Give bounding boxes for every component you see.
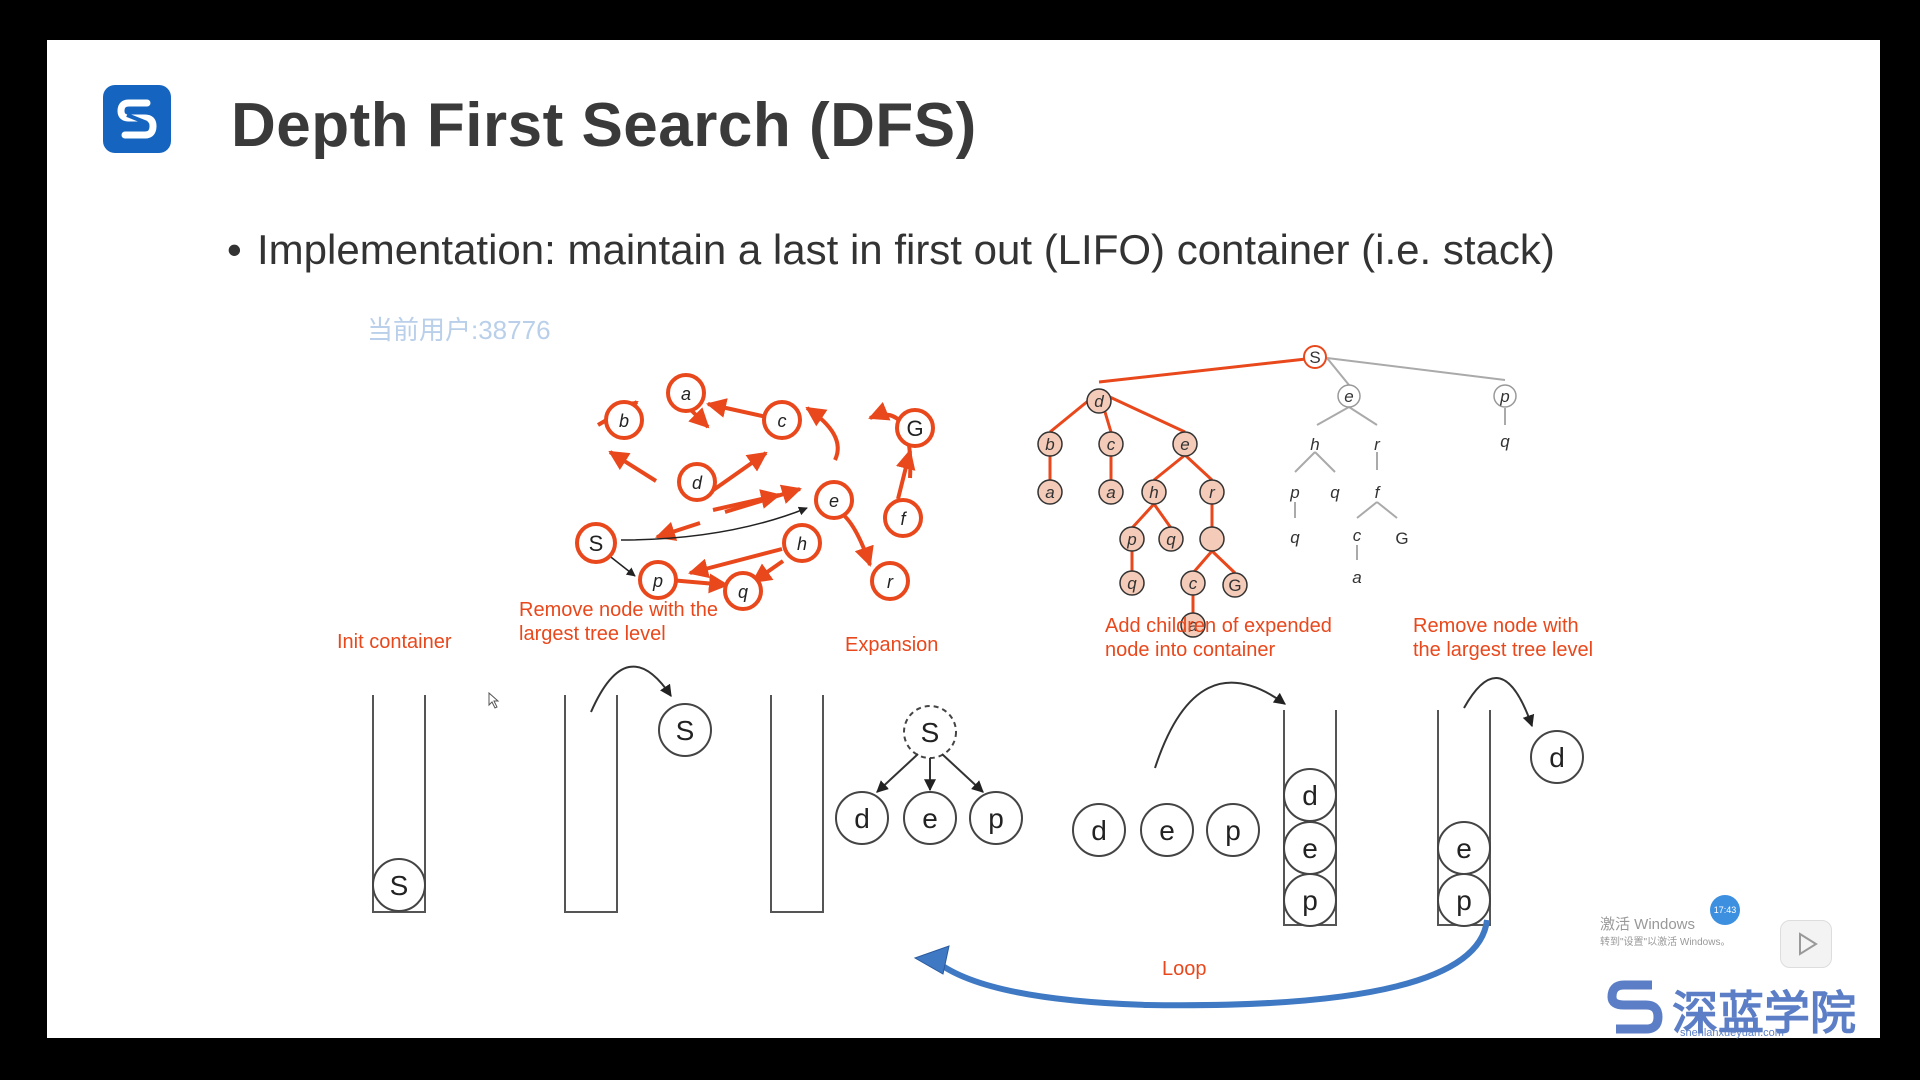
expansion-label: Expansion [845, 634, 938, 656]
add-children-line2: node into container [1105, 639, 1275, 661]
remove-label-2-line1: Remove node with [1413, 615, 1579, 637]
state-graph: a b c d e f G S h p q r [575, 373, 935, 611]
graph-node-G: G [906, 416, 923, 441]
stack-node-child-p: p [988, 803, 1004, 834]
add-children-line1: Add children of expended [1105, 615, 1332, 637]
stack-node-popped-S: S [676, 715, 695, 746]
stack-arrows [590, 665, 1535, 793]
tree-node-c-2: c [1189, 574, 1198, 593]
bullet-item: • Implementation: maintain a last in firs… [227, 226, 1555, 274]
graph-node-p: p [652, 571, 663, 591]
logo-icon [103, 85, 171, 153]
graph-node-e: e [829, 491, 839, 511]
stack-node-in-e: e [1302, 833, 1318, 864]
stack-node-expand-S: S [921, 717, 940, 748]
stack-node-after-p: p [1456, 885, 1472, 916]
tree-node-G: G [1228, 576, 1241, 595]
graph-node-d: d [692, 473, 703, 493]
video-overlay: 17:43 激活 Windows 转到"设置"以激活 Windows。 深蓝学院… [1600, 895, 1860, 1039]
tree-node-q-gray-3: q [1290, 528, 1300, 547]
clock-badge: 17:43 [1710, 895, 1740, 925]
stack-node-circles [372, 703, 1584, 927]
tree-node-p: p [1126, 530, 1136, 549]
graph-node-f: f [900, 509, 907, 529]
loop-label: Loop [1162, 958, 1207, 980]
tree-node-c: c [1107, 435, 1116, 454]
loop-arrow [913, 919, 1490, 1009]
tree-node-d: d [1094, 392, 1104, 411]
tree-node-S: S [1309, 348, 1320, 367]
add-arrow [1154, 681, 1286, 769]
stack-node-child-d: d [854, 803, 870, 834]
tree-node-h: h [1149, 483, 1158, 502]
tree-node-a-2: a [1106, 483, 1115, 502]
graph-node-S: S [589, 531, 604, 556]
tree-node-r-gray: r [1374, 435, 1381, 454]
stack-node-after-e: e [1456, 833, 1472, 864]
graph-node-q: q [738, 582, 748, 602]
tree-node-q: q [1166, 530, 1176, 549]
tree-node-r: r [1209, 483, 1216, 502]
play-button[interactable] [1780, 920, 1832, 968]
graph-node-b: b [619, 411, 629, 431]
tree-node-b: b [1045, 435, 1054, 454]
mouse-cursor-icon [488, 691, 500, 709]
tree-node-q-gray-2: q [1330, 483, 1340, 502]
tree-node-c-gray: c [1353, 526, 1362, 545]
stack-node-popped-d: d [1549, 742, 1565, 773]
play-icon [1799, 932, 1818, 956]
tree-node-a-1: a [1045, 483, 1054, 502]
remove-label-1-line2: largest tree level [519, 623, 666, 645]
tree-node-a-gray: a [1352, 568, 1361, 587]
graph-nodes [575, 373, 935, 611]
stack-steps: Init container Remove node with the larg… [337, 599, 1593, 980]
slide: Depth First Search (DFS) • Implementation… [47, 40, 1880, 1038]
bullet-dot-icon: • [227, 226, 242, 273]
tree-node-q-2: q [1127, 574, 1137, 593]
stack-node-in-d: d [1302, 780, 1318, 811]
graph-node-r: r [887, 572, 894, 592]
windows-activate-subtext: 转到"设置"以激活 Windows。 [1600, 937, 1731, 948]
tree-node-e: e [1180, 435, 1189, 454]
stack-node-in-p: p [1302, 885, 1318, 916]
tree-node-a-3: a [1188, 616, 1197, 635]
tree-nodes-outline [1337, 384, 1517, 408]
stack-node-child-e: e [922, 803, 938, 834]
tree-node-q-gray: q [1500, 432, 1510, 451]
tree-node-f-gray: f [1375, 483, 1382, 502]
pop-arrow-1 [590, 665, 672, 713]
user-watermark: 当前用户:38776 [367, 315, 551, 345]
page-title: Depth First Search (DFS) [231, 91, 977, 160]
container-expansion [770, 695, 824, 913]
tree-nodes-filled [1037, 345, 1327, 638]
tree-node-e-top: e [1344, 387, 1353, 406]
dfs-diagram: a b c d e f G S h p q r [337, 345, 1593, 1009]
remove-label-2-line2: the largest tree level [1413, 639, 1593, 661]
tree-node-p-top: p [1499, 387, 1509, 406]
stack-node-labels: S S S d e p d e p d e p e p d [390, 715, 1565, 916]
bullet-text: Implementation: maintain a last in first… [257, 226, 1555, 273]
tree-edges-gray [1294, 357, 1506, 560]
pop-arrow-2 [1463, 677, 1535, 728]
brand-url: shenlanxueyuan.com [1680, 1027, 1784, 1039]
container-remove [564, 695, 618, 913]
windows-activate-text: 激活 Windows [1600, 916, 1696, 933]
remove-label-1-line1: Remove node with the [519, 599, 718, 621]
stack-node-add-d: d [1091, 815, 1107, 846]
tree-node-p-gray: p [1289, 483, 1299, 502]
graph-edges-black [606, 506, 808, 577]
search-tree: S d e p b c e h r q a a h r p q f p q q … [1037, 345, 1517, 638]
tree-node-h-gray: h [1310, 435, 1319, 454]
stack-node-init-S: S [390, 870, 409, 901]
graph-edges [596, 390, 916, 594]
tree-node-G-gray: G [1395, 529, 1408, 548]
graph-node-c: c [778, 411, 787, 431]
graph-node-a: a [681, 384, 691, 404]
graph-node-h: h [797, 534, 807, 554]
stack-node-add-e: e [1159, 815, 1175, 846]
stack-node-add-p: p [1225, 815, 1241, 846]
init-container-label: Init container [337, 631, 452, 653]
brand-logo-icon [1607, 980, 1663, 1034]
brand-name: 深蓝学院 [1672, 987, 1856, 1039]
